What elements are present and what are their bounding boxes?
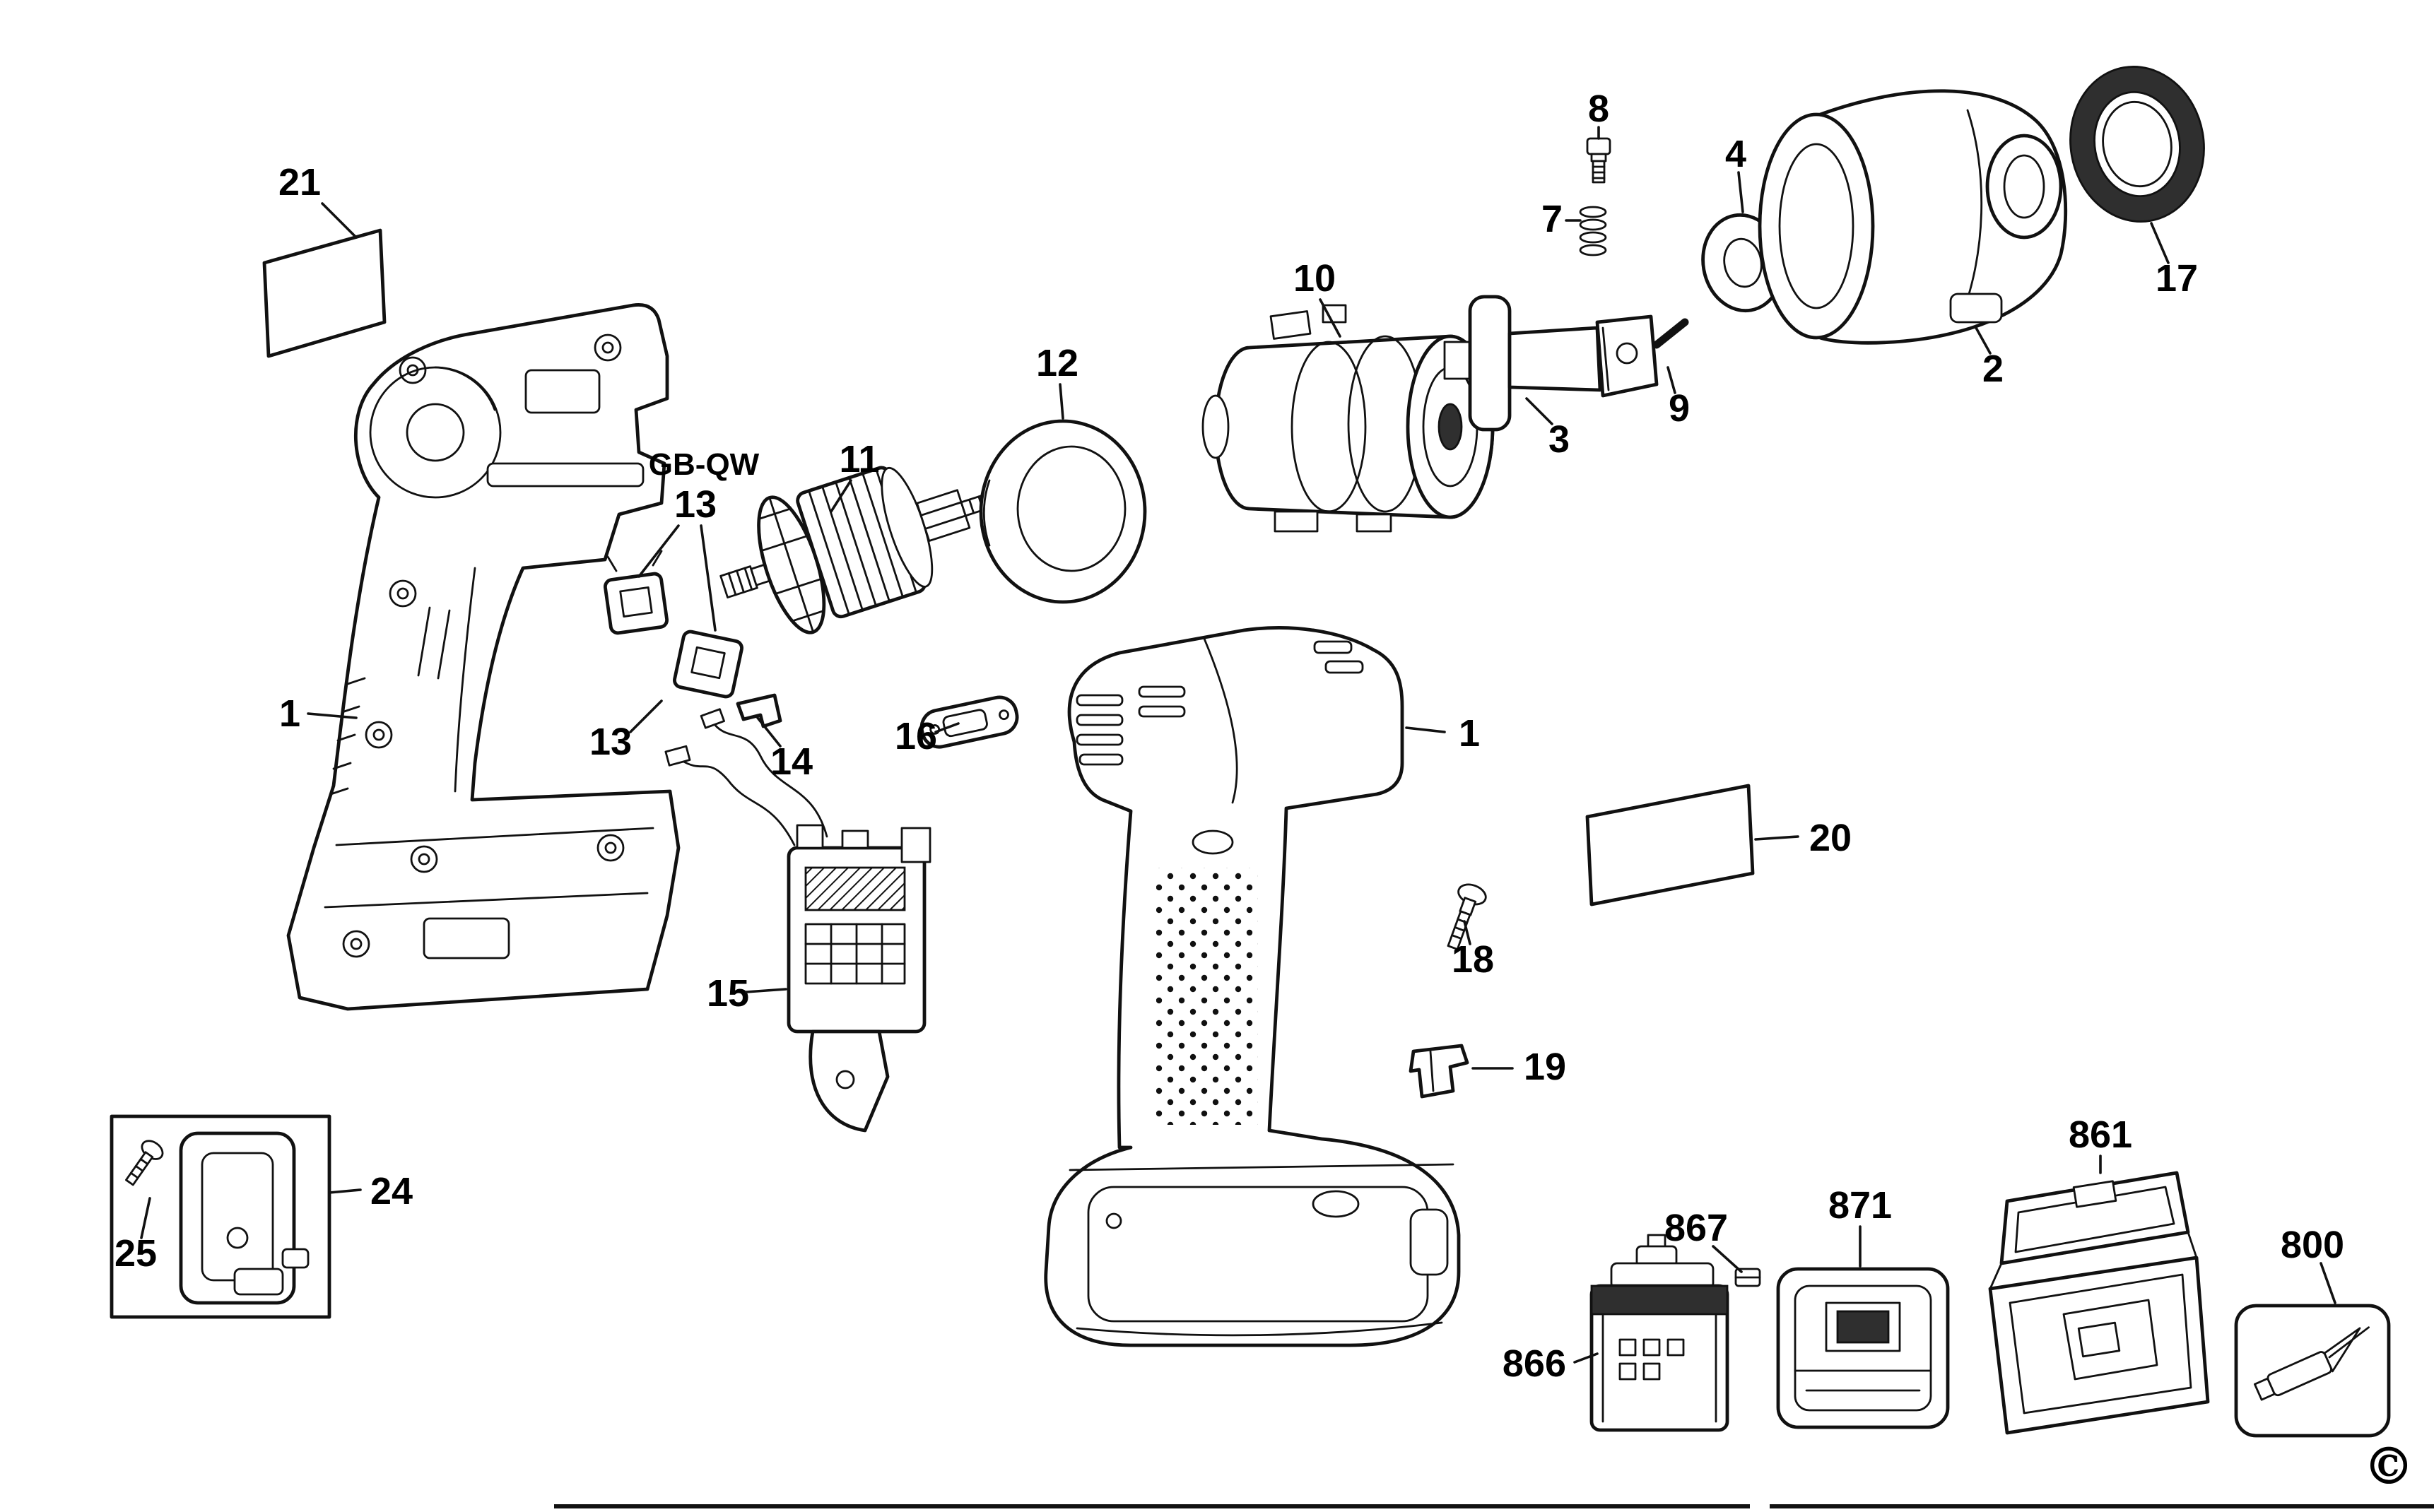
part-label-17: 17 xyxy=(2156,257,2198,300)
part-label-861: 861 xyxy=(2069,1114,2132,1156)
part-label-9: 9 xyxy=(1669,387,1690,430)
part-label-25: 25 xyxy=(114,1232,157,1275)
part-label-8: 8 xyxy=(1588,88,1609,130)
part-label-866: 866 xyxy=(1503,1342,1566,1385)
hammer-assembly xyxy=(1201,304,1495,533)
battery-cap-piece xyxy=(1734,1268,1761,1287)
part-label-867: 867 xyxy=(1664,1207,1728,1249)
label-sticker-21 xyxy=(262,228,387,358)
part-label-3: 3 xyxy=(1548,418,1570,461)
right-housing-half xyxy=(1044,626,1461,1347)
part-label-18: 18 xyxy=(1452,938,1494,981)
part-label-13-top: 13 xyxy=(674,483,717,526)
leader-lines xyxy=(140,126,2336,1364)
brush-holder-b xyxy=(673,630,743,699)
front-ring xyxy=(979,419,1147,604)
part-label-871: 871 xyxy=(1828,1184,1892,1227)
nose-housing xyxy=(1758,89,2068,345)
part-label-11: 11 xyxy=(839,438,879,480)
part-label-10: 10 xyxy=(1293,257,1336,300)
kit-box xyxy=(1988,1171,2210,1435)
part-label-12: 12 xyxy=(1036,342,1078,384)
brush-bracket xyxy=(736,693,782,728)
part-label-7: 7 xyxy=(1541,198,1563,240)
leader-15 xyxy=(745,988,787,993)
battery xyxy=(1589,1234,1729,1432)
screw-8 xyxy=(1586,137,1611,184)
clip-19 xyxy=(1409,1044,1469,1099)
part-label-13-bottom: 13 xyxy=(589,721,632,763)
left-housing-half xyxy=(286,303,681,1011)
copyright-mark: © xyxy=(2363,1436,2414,1496)
part-label-20: 20 xyxy=(1809,817,1852,859)
spring xyxy=(1579,206,1607,256)
belt-hook xyxy=(179,1131,310,1305)
part-label-1-left: 1 xyxy=(279,692,300,735)
part-label-19: 19 xyxy=(1524,1046,1566,1088)
belt-hook-box xyxy=(110,1114,331,1319)
part-label-24: 24 xyxy=(370,1170,413,1212)
label-sticker-20 xyxy=(1585,784,1755,906)
pin xyxy=(1652,318,1689,349)
part-label-4: 4 xyxy=(1725,133,1746,175)
part-label-1-right: 1 xyxy=(1459,712,1480,755)
part-label-21: 21 xyxy=(278,161,321,203)
grease-applicator-box xyxy=(2234,1304,2391,1438)
screw-25 xyxy=(125,1140,164,1186)
part-label-14: 14 xyxy=(770,740,813,783)
screw-18 xyxy=(1447,883,1487,950)
part-label-15: 15 xyxy=(707,972,749,1015)
anvil xyxy=(1443,295,1659,432)
part-label-800: 800 xyxy=(2281,1224,2344,1266)
switch-assembly xyxy=(664,708,931,1133)
charger xyxy=(1776,1267,1950,1429)
nose-protector-ring xyxy=(2069,66,2205,223)
brush-holder-a xyxy=(603,550,669,635)
part-label-2: 2 xyxy=(1982,348,2004,390)
part-label-16: 16 xyxy=(895,715,937,757)
variant-label-gb-qw: GB-QW xyxy=(649,447,760,482)
